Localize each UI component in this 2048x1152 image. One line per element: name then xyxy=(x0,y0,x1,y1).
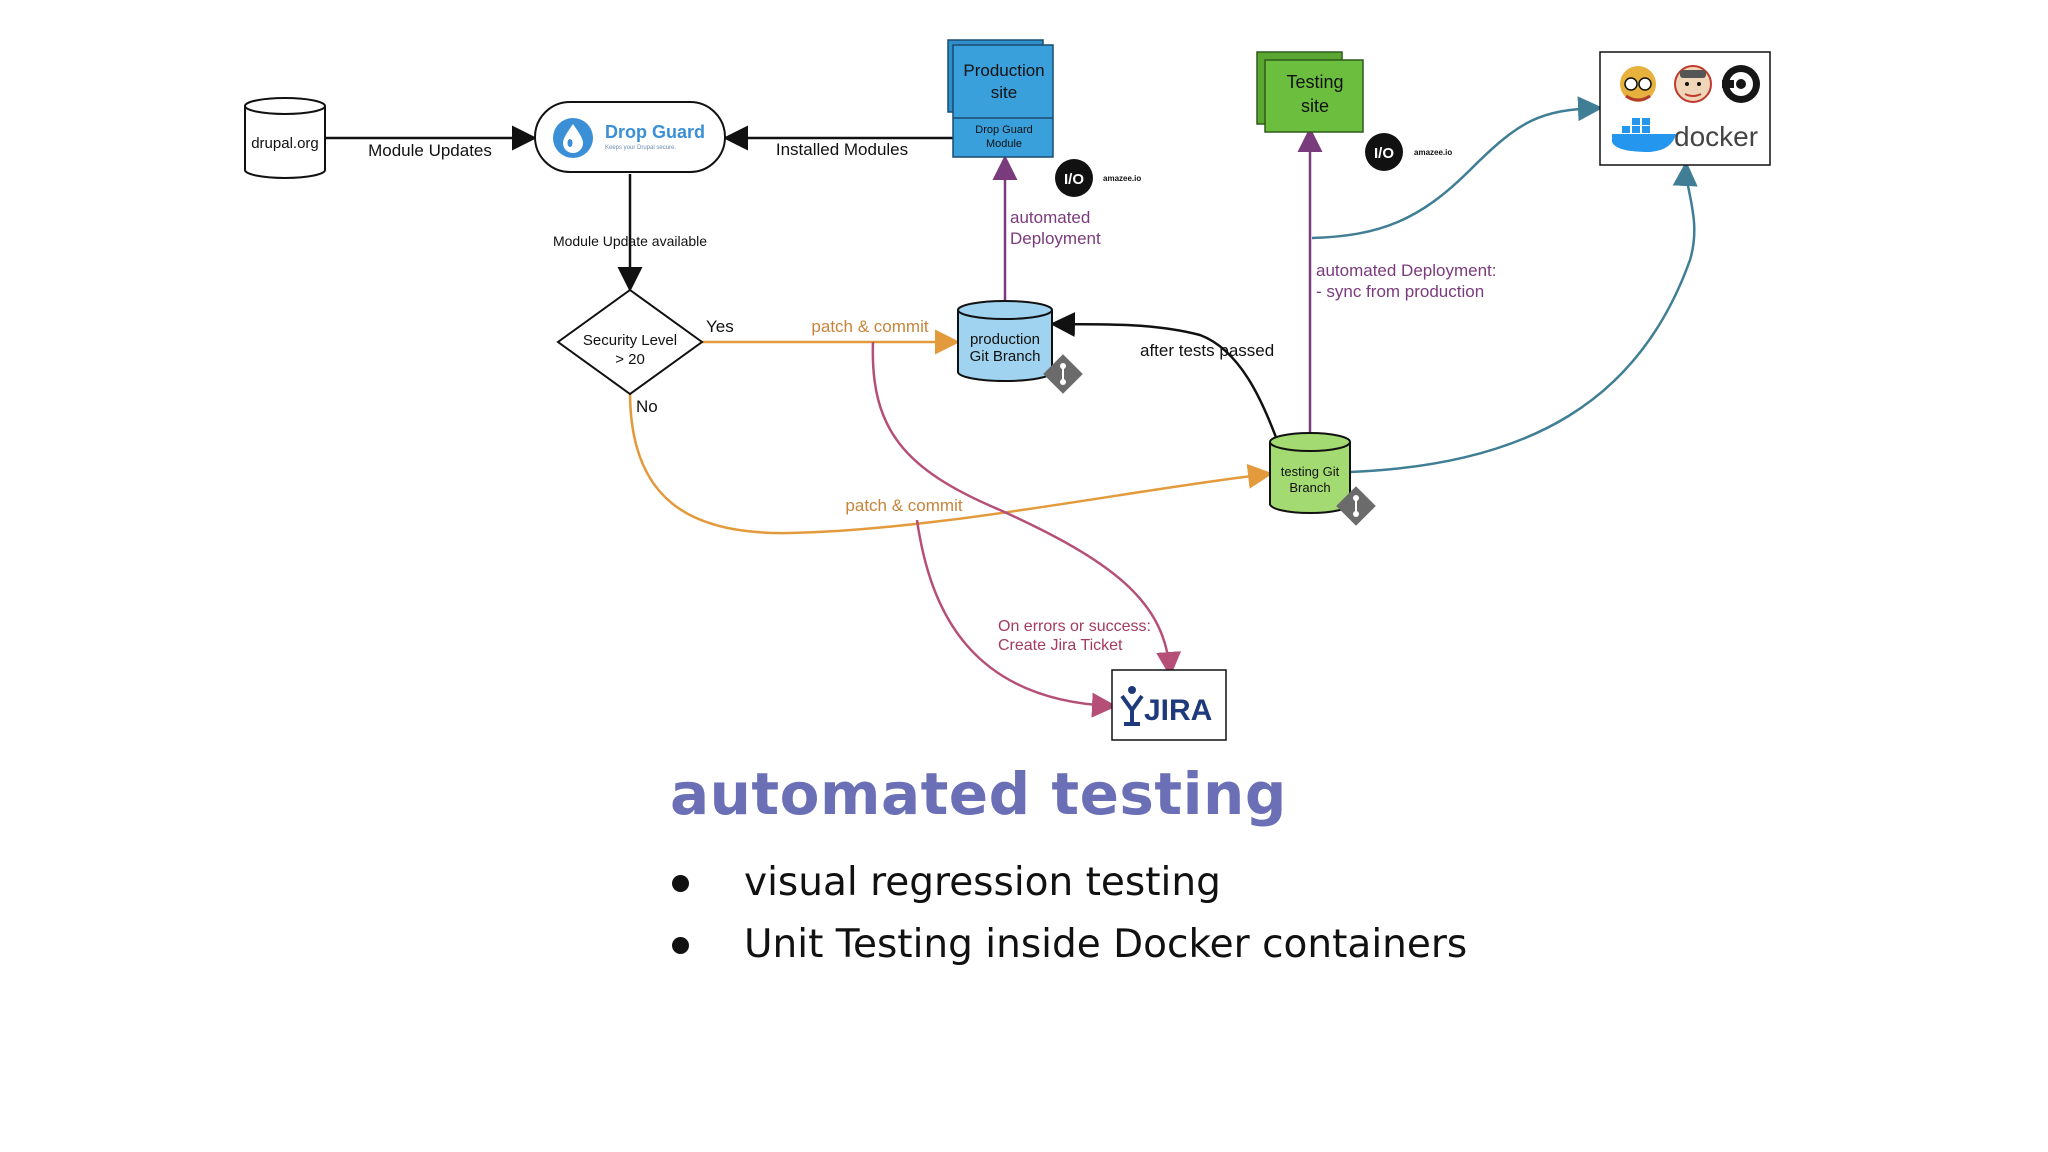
arrow-testing-branch-to-docker xyxy=(1349,161,1698,474)
testing-git-branch-node: testing Git Branch xyxy=(1269,432,1376,526)
drupal-org-label: drupal.org xyxy=(251,135,319,152)
security-level-decision: Security Level > 20 xyxy=(556,288,704,396)
drop-guard-icon xyxy=(553,118,593,158)
jira-text: JIRA xyxy=(1144,694,1212,727)
connectors xyxy=(325,96,1698,718)
docker-icon xyxy=(1612,118,1676,152)
bullet-item: visual regression testing xyxy=(668,852,1467,914)
module-updates-label: Module Updates xyxy=(368,141,492,160)
arrow-to-ci-tools xyxy=(1311,96,1603,240)
jira-icon xyxy=(1120,686,1144,726)
arrow-patch-to-jira-2 xyxy=(915,519,1117,718)
module-update-available-label: Module Update available xyxy=(553,233,707,249)
jira-note-label-1: On errors or success: xyxy=(998,618,1151,635)
drop-guard-module-label-1: Drop Guard xyxy=(975,124,1032,136)
production-git-branch-node: production Git Branch xyxy=(957,300,1083,394)
amazee-text: amazee.io xyxy=(1103,174,1141,183)
io-badge-label: I/O xyxy=(1064,171,1084,188)
production-branch-label-2: Git Branch xyxy=(970,348,1041,365)
bullet-dot xyxy=(672,875,689,892)
production-site-label-2: site xyxy=(991,83,1017,102)
bullet-text: Unit Testing inside Docker containers xyxy=(744,922,1468,967)
jenkins-icon xyxy=(1674,65,1712,103)
slide-title: automated testing xyxy=(670,760,1287,828)
testing-branch-label-1: testing Git xyxy=(1281,464,1340,479)
patch-commit-label-1: patch & commit xyxy=(811,317,928,336)
automated-deployment-label-1: automated xyxy=(1010,208,1090,227)
drop-guard-tagline: Keeps your Drupal secure. xyxy=(605,145,676,151)
drop-guard-module-label-2: Module xyxy=(986,138,1022,150)
automated-deployment-sync-label-1: automated Deployment: xyxy=(1316,261,1497,280)
no-label: No xyxy=(636,397,658,416)
amazee-logo-production: I/O amazee.io xyxy=(1055,159,1141,197)
bullet-text: visual regression testing xyxy=(744,860,1221,905)
yes-label: Yes xyxy=(706,317,734,336)
testing-branch-label-2: Branch xyxy=(1289,480,1330,495)
amazee-logo-testing: I/O amazee.io xyxy=(1365,133,1452,171)
automated-deployment-label-2: Deployment xyxy=(1010,229,1101,248)
production-site-label-1: Production xyxy=(963,61,1044,80)
arrow-decision-no-to-testing-branch xyxy=(628,391,1273,535)
testing-site-label-2: site xyxy=(1301,96,1329,116)
arrow-patch-to-jira-1 xyxy=(871,341,1182,677)
drupal-org-node: drupal.org xyxy=(244,97,326,179)
io-badge-label-2: I/O xyxy=(1374,145,1394,162)
drop-guard-logo-text: Drop Guard xyxy=(605,122,705,142)
automated-deployment-sync-label-2: - sync from production xyxy=(1316,282,1484,301)
ci-tools-node: docker xyxy=(1599,51,1771,166)
testing-site-node: Testing site xyxy=(1256,51,1364,133)
after-tests-passed-label: after tests passed xyxy=(1140,341,1274,360)
bullet-dot xyxy=(672,937,689,954)
docker-text: docker xyxy=(1674,121,1758,152)
amazee-text-2: amazee.io xyxy=(1414,148,1452,157)
jira-node: JIRA xyxy=(1111,669,1227,741)
circleci-icon xyxy=(1722,65,1760,103)
patch-commit-label-2: patch & commit xyxy=(845,496,962,515)
travis-icon xyxy=(1620,66,1656,102)
installed-modules-label: Installed Modules xyxy=(776,140,908,159)
bullet-list: visual regression testing Unit Testing i… xyxy=(668,852,1467,976)
production-site-node: Production site Drop Guard Module xyxy=(947,39,1054,158)
bullet-item: Unit Testing inside Docker containers xyxy=(668,914,1467,976)
arrow-tests-passed-to-production-branch xyxy=(1050,311,1279,441)
drop-guard-node: Drop Guard Keeps your Drupal secure. xyxy=(534,101,726,173)
testing-site-label-1: Testing xyxy=(1286,72,1343,92)
jira-note-label-2: Create Jira Ticket xyxy=(998,637,1123,654)
security-level-label-2: > 20 xyxy=(615,351,645,368)
production-branch-label-1: production xyxy=(970,331,1040,348)
security-level-label-1: Security Level xyxy=(583,332,677,349)
